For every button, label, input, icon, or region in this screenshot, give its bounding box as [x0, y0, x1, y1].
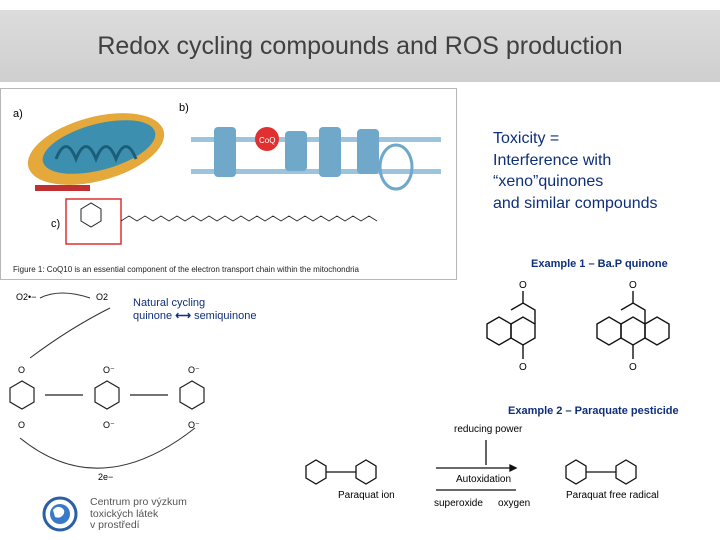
bap-quinone-structures: O O O O: [467, 274, 692, 384]
mitochondrion-shape: [27, 113, 165, 185]
svg-text:O⁻: O⁻: [188, 420, 200, 430]
reducing-power-label: reducing power: [454, 424, 523, 435]
superoxide-top: O2•−: [16, 292, 36, 302]
svg-text:O: O: [519, 362, 527, 373]
double-arrow-icon: ⟷: [175, 310, 191, 322]
highlight-bar: [35, 185, 90, 191]
coq-highlight: [255, 127, 279, 151]
svg-text:O: O: [18, 420, 25, 430]
electron-transport-chain: CoQ: [191, 127, 441, 191]
toxicity-line-1: Toxicity =: [493, 130, 560, 147]
paraquat-reaction: reducing power Autoxidation superoxide o…: [276, 420, 704, 512]
title-bar: [0, 10, 720, 82]
natural-cycling-quinone: quinone: [133, 310, 173, 322]
recetox-logo-icon: [42, 496, 78, 532]
toxicity-line-2: Interference with: [493, 151, 612, 169]
svg-text:O: O: [629, 280, 637, 291]
figure-caption: Figure 1: CoQ10 is an essential componen…: [13, 265, 360, 274]
label-c: c): [51, 218, 60, 230]
natural-cycling-label: Natural cycling quinone ⟷ semiquinone: [133, 297, 256, 323]
logo-line-3: v prostředí: [90, 519, 140, 531]
svg-text:O: O: [519, 280, 527, 291]
autoxidation-label: Autoxidation: [456, 474, 511, 485]
oxygen-top: O2: [96, 292, 108, 302]
svg-text:O: O: [18, 365, 25, 375]
toxicity-line-3: “xeno”quinones: [493, 173, 604, 190]
natural-cycling-line-1: Natural cycling: [133, 297, 206, 309]
paraquat-radical-label: Paraquat free radical: [566, 490, 659, 501]
logo-line-2: toxických látek: [90, 507, 159, 520]
redox-cycle-diagram: O2•− O2 O O⁻ O⁻ O O⁻ O⁻ 2e−: [9, 292, 205, 482]
slide-title: Redox cycling compounds and ROS producti…: [97, 32, 623, 60]
coq-molecule: [65, 198, 378, 245]
svg-text:O⁻: O⁻: [188, 365, 200, 375]
example-1-label: Example 1 – Ba.P quinone: [531, 258, 668, 270]
svg-text:O: O: [629, 362, 637, 373]
logo-line-1: Centrum pro výzkum: [90, 496, 187, 508]
example-2-label: Example 2 – Paraquate pesticide: [508, 405, 679, 417]
label-a: a): [13, 108, 23, 120]
mitochondria-figure: a) b) c) CoQ Figure 1: CoQ10 is an: [0, 88, 457, 280]
superoxide-label: superoxide: [434, 498, 483, 509]
electron-label: 2e−: [98, 472, 113, 482]
oxygen-label: oxygen: [498, 498, 530, 509]
svg-text:O⁻: O⁻: [103, 365, 115, 375]
toxicity-text: Toxicity = Interference with “xeno”quino…: [493, 128, 658, 214]
logo-text: Centrum pro výzkum toxických látek v pro…: [90, 496, 187, 532]
mitochondria-illustration: a) b) c) CoQ Figure 1: CoQ10 is an: [13, 102, 441, 274]
coq-label: CoQ: [259, 136, 275, 145]
toxicity-line-4: and similar compounds: [493, 194, 658, 212]
paraquat-ion-label: Paraquat ion: [338, 490, 395, 501]
natural-cycling-semiquinone: semiquinone: [194, 310, 257, 322]
label-b: b): [179, 102, 189, 114]
svg-text:O⁻: O⁻: [103, 420, 115, 430]
